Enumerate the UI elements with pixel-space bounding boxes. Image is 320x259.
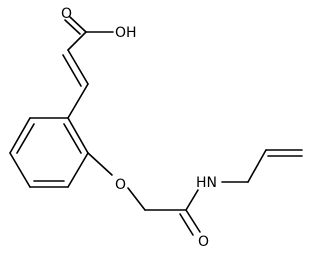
allyl-bond (247, 149, 267, 183)
amide-carbonyl-double-bond (179, 213, 194, 236)
ring-bond (67, 117, 89, 154)
chain-bond (67, 83, 89, 119)
chain-bond (127, 187, 146, 211)
amide-nh-label: HN (196, 175, 217, 191)
ether-amide-chain (87, 152, 249, 236)
carbonyl-bond (69, 16, 87, 33)
acrylic-acid-chain (62, 16, 114, 119)
ring-double-bond (16, 123, 35, 154)
carbonyl-double-bond (64, 19, 81, 35)
allyl-group (247, 149, 303, 183)
benzene-ring (9, 117, 89, 188)
ether-oxygen-label: O (115, 177, 126, 193)
amide-bond (185, 189, 199, 211)
chain-bond (87, 152, 113, 176)
chain-bond (67, 31, 87, 51)
carboxyl-oxygen-label: O (61, 6, 72, 22)
alkene-double-bond (62, 54, 82, 87)
ring-bond (67, 152, 89, 188)
ring-bond (9, 117, 31, 154)
hydroxyl-label: OH (115, 25, 137, 41)
alkene-bond (67, 49, 89, 85)
structure-diagram: O OH O HN O (9, 6, 303, 250)
amide-carbonyl-bond (185, 209, 201, 233)
ring-bond (9, 152, 31, 188)
ring-double-bond (63, 123, 82, 154)
amide-oxygen-label: O (198, 234, 209, 250)
